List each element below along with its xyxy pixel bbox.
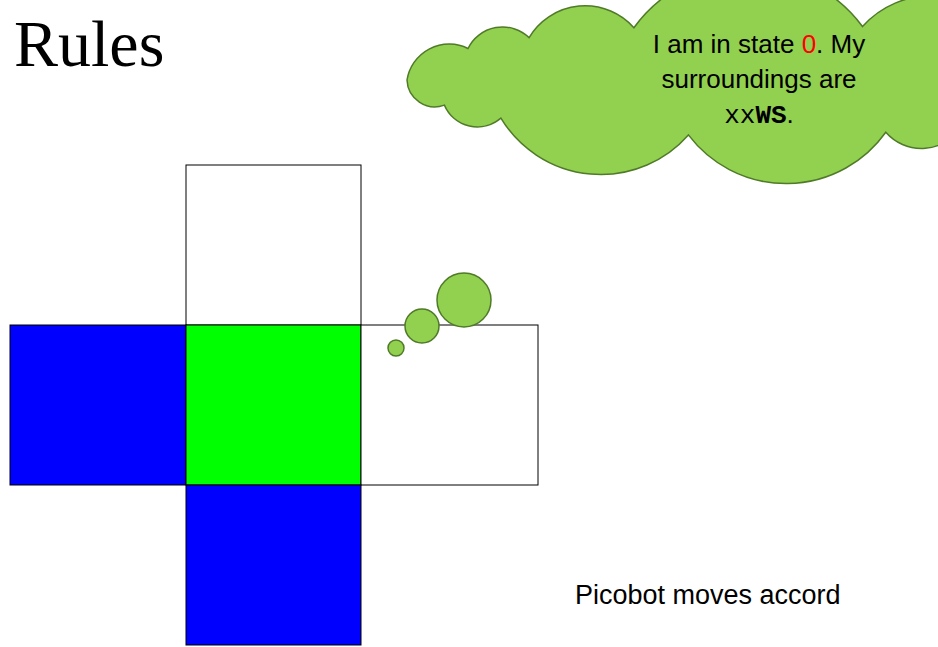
- thought-bubble: [405, 309, 439, 343]
- cloud-shape: [407, 0, 938, 184]
- slide-text: Picobot moves accord: [575, 580, 841, 611]
- cloud-body: I am in state 0. My surroundings are xxW…: [385, 2, 938, 134]
- empty-cell: [361, 325, 538, 485]
- empty-cell: [186, 165, 361, 325]
- thought-bubble: [388, 340, 404, 356]
- thought-bubble: [437, 273, 491, 327]
- thought-text: I am in state 0. My surroundings are xxW…: [642, 27, 877, 134]
- wall-cell: [186, 485, 361, 645]
- wall-cell: [10, 325, 186, 485]
- picobot-cell: [186, 325, 361, 485]
- thought-cloud: I am in state 0. My surroundings are xxW…: [385, 2, 938, 158]
- slide-title: Rules: [14, 6, 164, 82]
